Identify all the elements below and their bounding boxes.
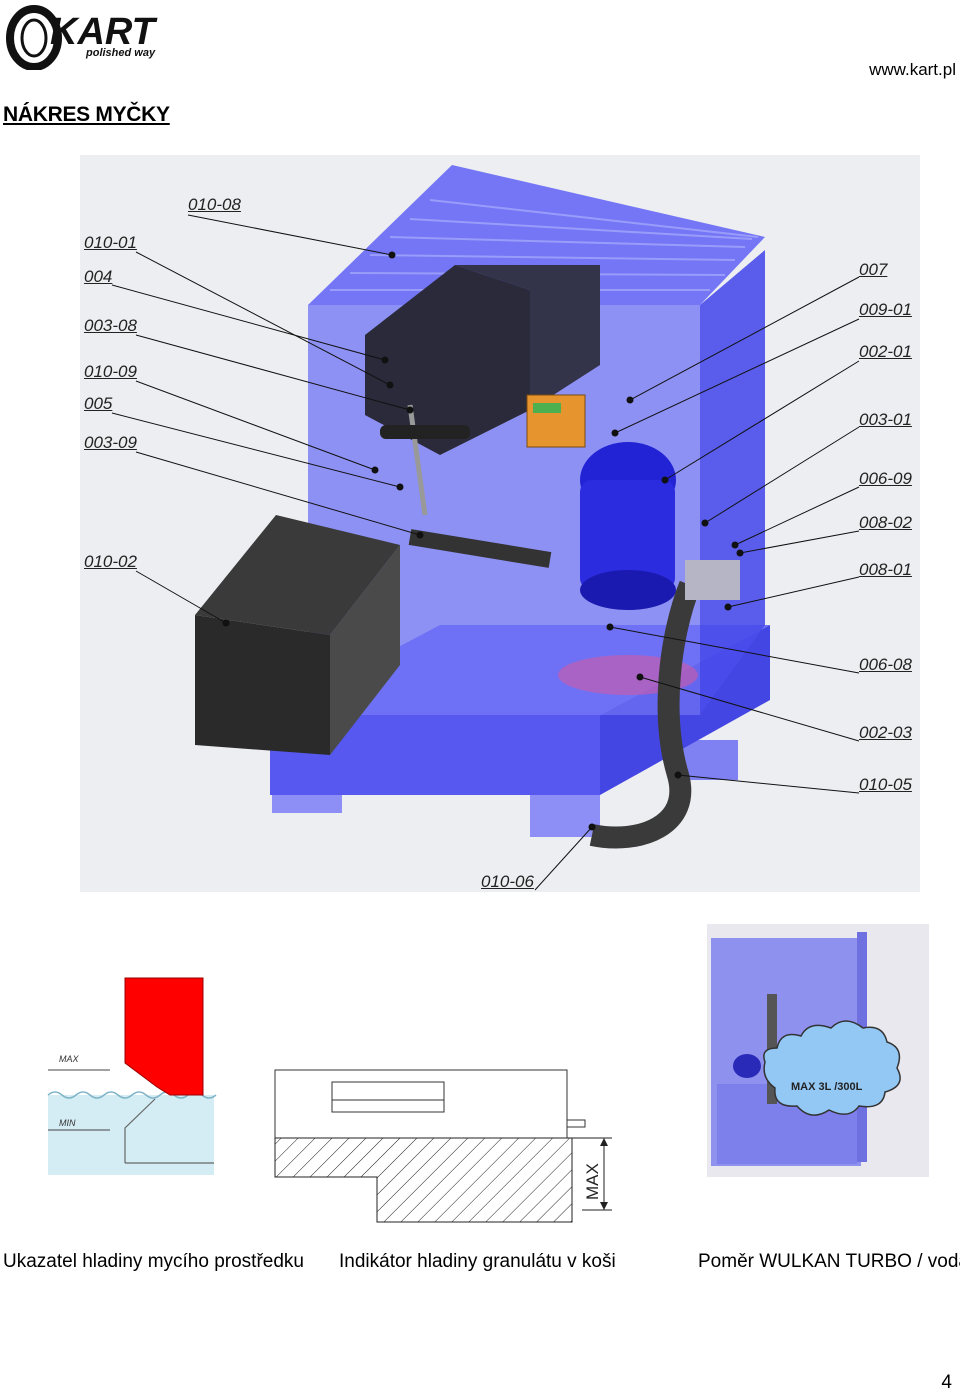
label-007: 007 — [859, 260, 888, 279]
label-008-02: 008-02 — [859, 513, 912, 532]
label-008-01: 008-01 — [859, 560, 912, 579]
min-label: MIN — [59, 1118, 76, 1128]
label-006-08: 006-08 — [859, 655, 912, 674]
logo-text: KART — [50, 11, 158, 53]
caption-level-indicator: Ukazatel hladiny mycího prostředku — [3, 1251, 304, 1272]
machine-illustration — [195, 165, 770, 849]
label-003-09: 003-09 — [84, 433, 137, 452]
leader-lines — [111, 214, 860, 891]
label-010-09: 010-09 — [84, 362, 137, 381]
label-009-01: 009-01 — [859, 300, 912, 319]
website-url[interactable]: www.kart.pl — [869, 60, 956, 79]
label-004: 004 — [84, 267, 113, 286]
granulate-max-label: MAX — [583, 1163, 602, 1200]
caption-granulate-indicator: Indikátor hladiny granulátu v koši — [339, 1251, 616, 1272]
label-010-02: 010-02 — [84, 552, 137, 571]
label-003-08: 003-08 — [84, 316, 137, 335]
label-010-08: 010-08 — [188, 195, 241, 214]
ratio-photo: MAX 3L /300L — [707, 924, 929, 1177]
granulate-indicator-figure: MAX — [274, 1069, 612, 1223]
label-010-01: 010-01 — [84, 233, 137, 252]
label-002-01: 002-01 — [859, 342, 912, 361]
machine-drawing: 010-08 010-01 004 003-08 010-09 005 003-… — [80, 155, 920, 892]
label-010-05: 010-05 — [859, 775, 912, 794]
page-title: NÁKRES MYČKY — [3, 103, 170, 126]
label-003-01: 003-01 — [859, 410, 912, 429]
label-010-06: 010-06 — [481, 872, 534, 891]
caption-ratio: Poměr WULKAN TURBO / voda — [698, 1251, 960, 1272]
label-002-03: 002-03 — [859, 723, 912, 742]
ratio-cloud-text: MAX 3L /300L — [791, 1081, 863, 1093]
label-005: 005 — [84, 394, 113, 413]
level-indicator-figure: MAX MIN — [47, 977, 217, 1175]
max-label: MAX — [59, 1054, 80, 1064]
kart-logo: KART polished way — [6, 5, 158, 70]
logo-subtext: polished way — [85, 47, 156, 59]
label-006-09: 006-09 — [859, 469, 912, 488]
page-number: 4 — [941, 1372, 952, 1393]
